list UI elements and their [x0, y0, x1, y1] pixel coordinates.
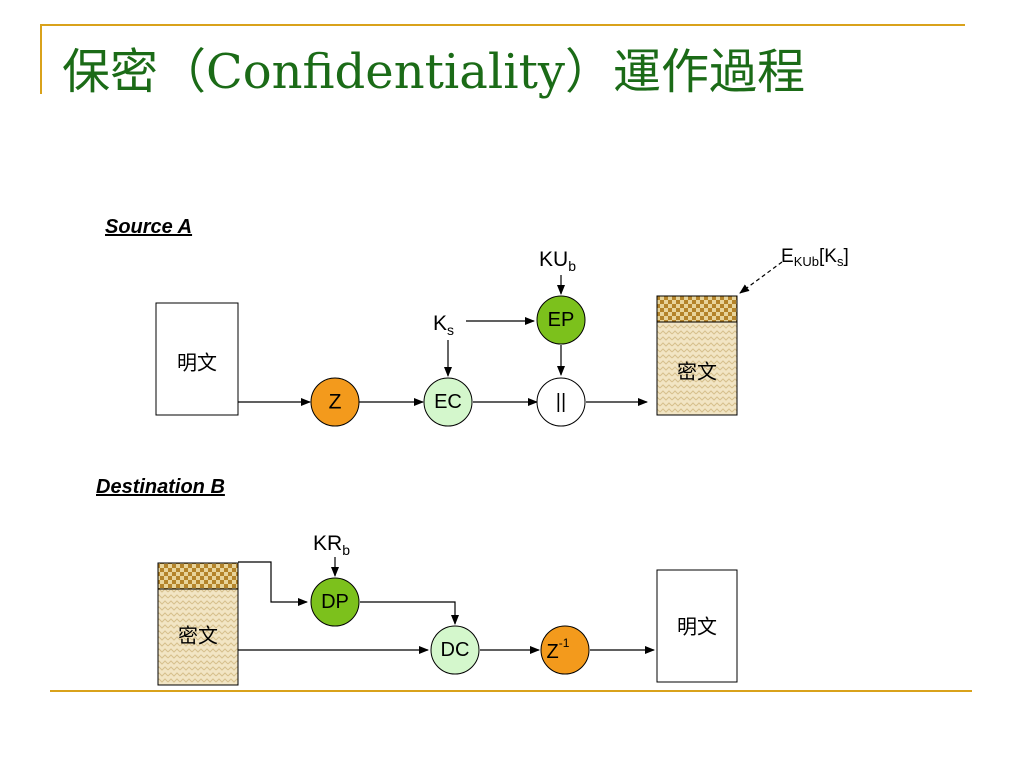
decompress-node: Z-1: [540, 625, 590, 675]
destination-label: Destination B: [96, 476, 225, 498]
source-label: Source A: [105, 216, 193, 238]
source-encrypted-key-block: [656, 295, 738, 323]
arrow-dp-to-dc: [360, 601, 459, 625]
private-key-label: KRb: [313, 532, 350, 558]
pub-encrypt-node: EP: [536, 295, 586, 345]
source-ciphertext-box: 密文: [656, 295, 738, 416]
pub-decrypt-node: DP: [310, 577, 360, 627]
sym-decrypt-node-label: DC: [441, 639, 470, 661]
compress-node: Z: [310, 377, 360, 427]
dest-plaintext-box: 明文: [656, 569, 738, 683]
sym-decrypt-node: DC: [430, 625, 480, 675]
compress-node-label: Z: [329, 391, 342, 414]
sym-encrypt-node: EC: [423, 377, 473, 427]
source-ciphertext-label: 密文: [677, 360, 717, 383]
top-accent-line: [40, 24, 965, 26]
source-plaintext-label: 明文: [177, 351, 217, 374]
pub-decrypt-node-label: DP: [321, 591, 349, 613]
left-accent-line: [40, 24, 42, 94]
sym-encrypt-node-label: EC: [434, 391, 462, 413]
decompress-node-label: Z-1: [547, 636, 570, 663]
dest-plaintext-label: 明文: [677, 615, 717, 638]
arrow-encrypted-key-to-dp: [238, 561, 308, 606]
pub-encrypt-node-label: EP: [548, 309, 575, 331]
bottom-accent-line: [50, 690, 972, 692]
slide-title: 保密（Confidentiality）運作過程: [62, 44, 805, 100]
source-plaintext-box: 明文: [155, 302, 239, 416]
dest-ciphertext-label: 密文: [178, 624, 218, 647]
concat-node-label: ||: [556, 391, 566, 413]
public-key-label: KUb: [539, 248, 576, 274]
encrypted-session-key-label: EKUb[Ks]: [781, 246, 849, 269]
concat-node: ||: [536, 377, 586, 427]
dest-encrypted-key-block: [157, 562, 239, 590]
session-key-label: Ks: [433, 312, 454, 338]
dest-ciphertext-box: 密文: [157, 562, 239, 686]
dashed-arrow-to-encrypted-key: [739, 261, 783, 294]
